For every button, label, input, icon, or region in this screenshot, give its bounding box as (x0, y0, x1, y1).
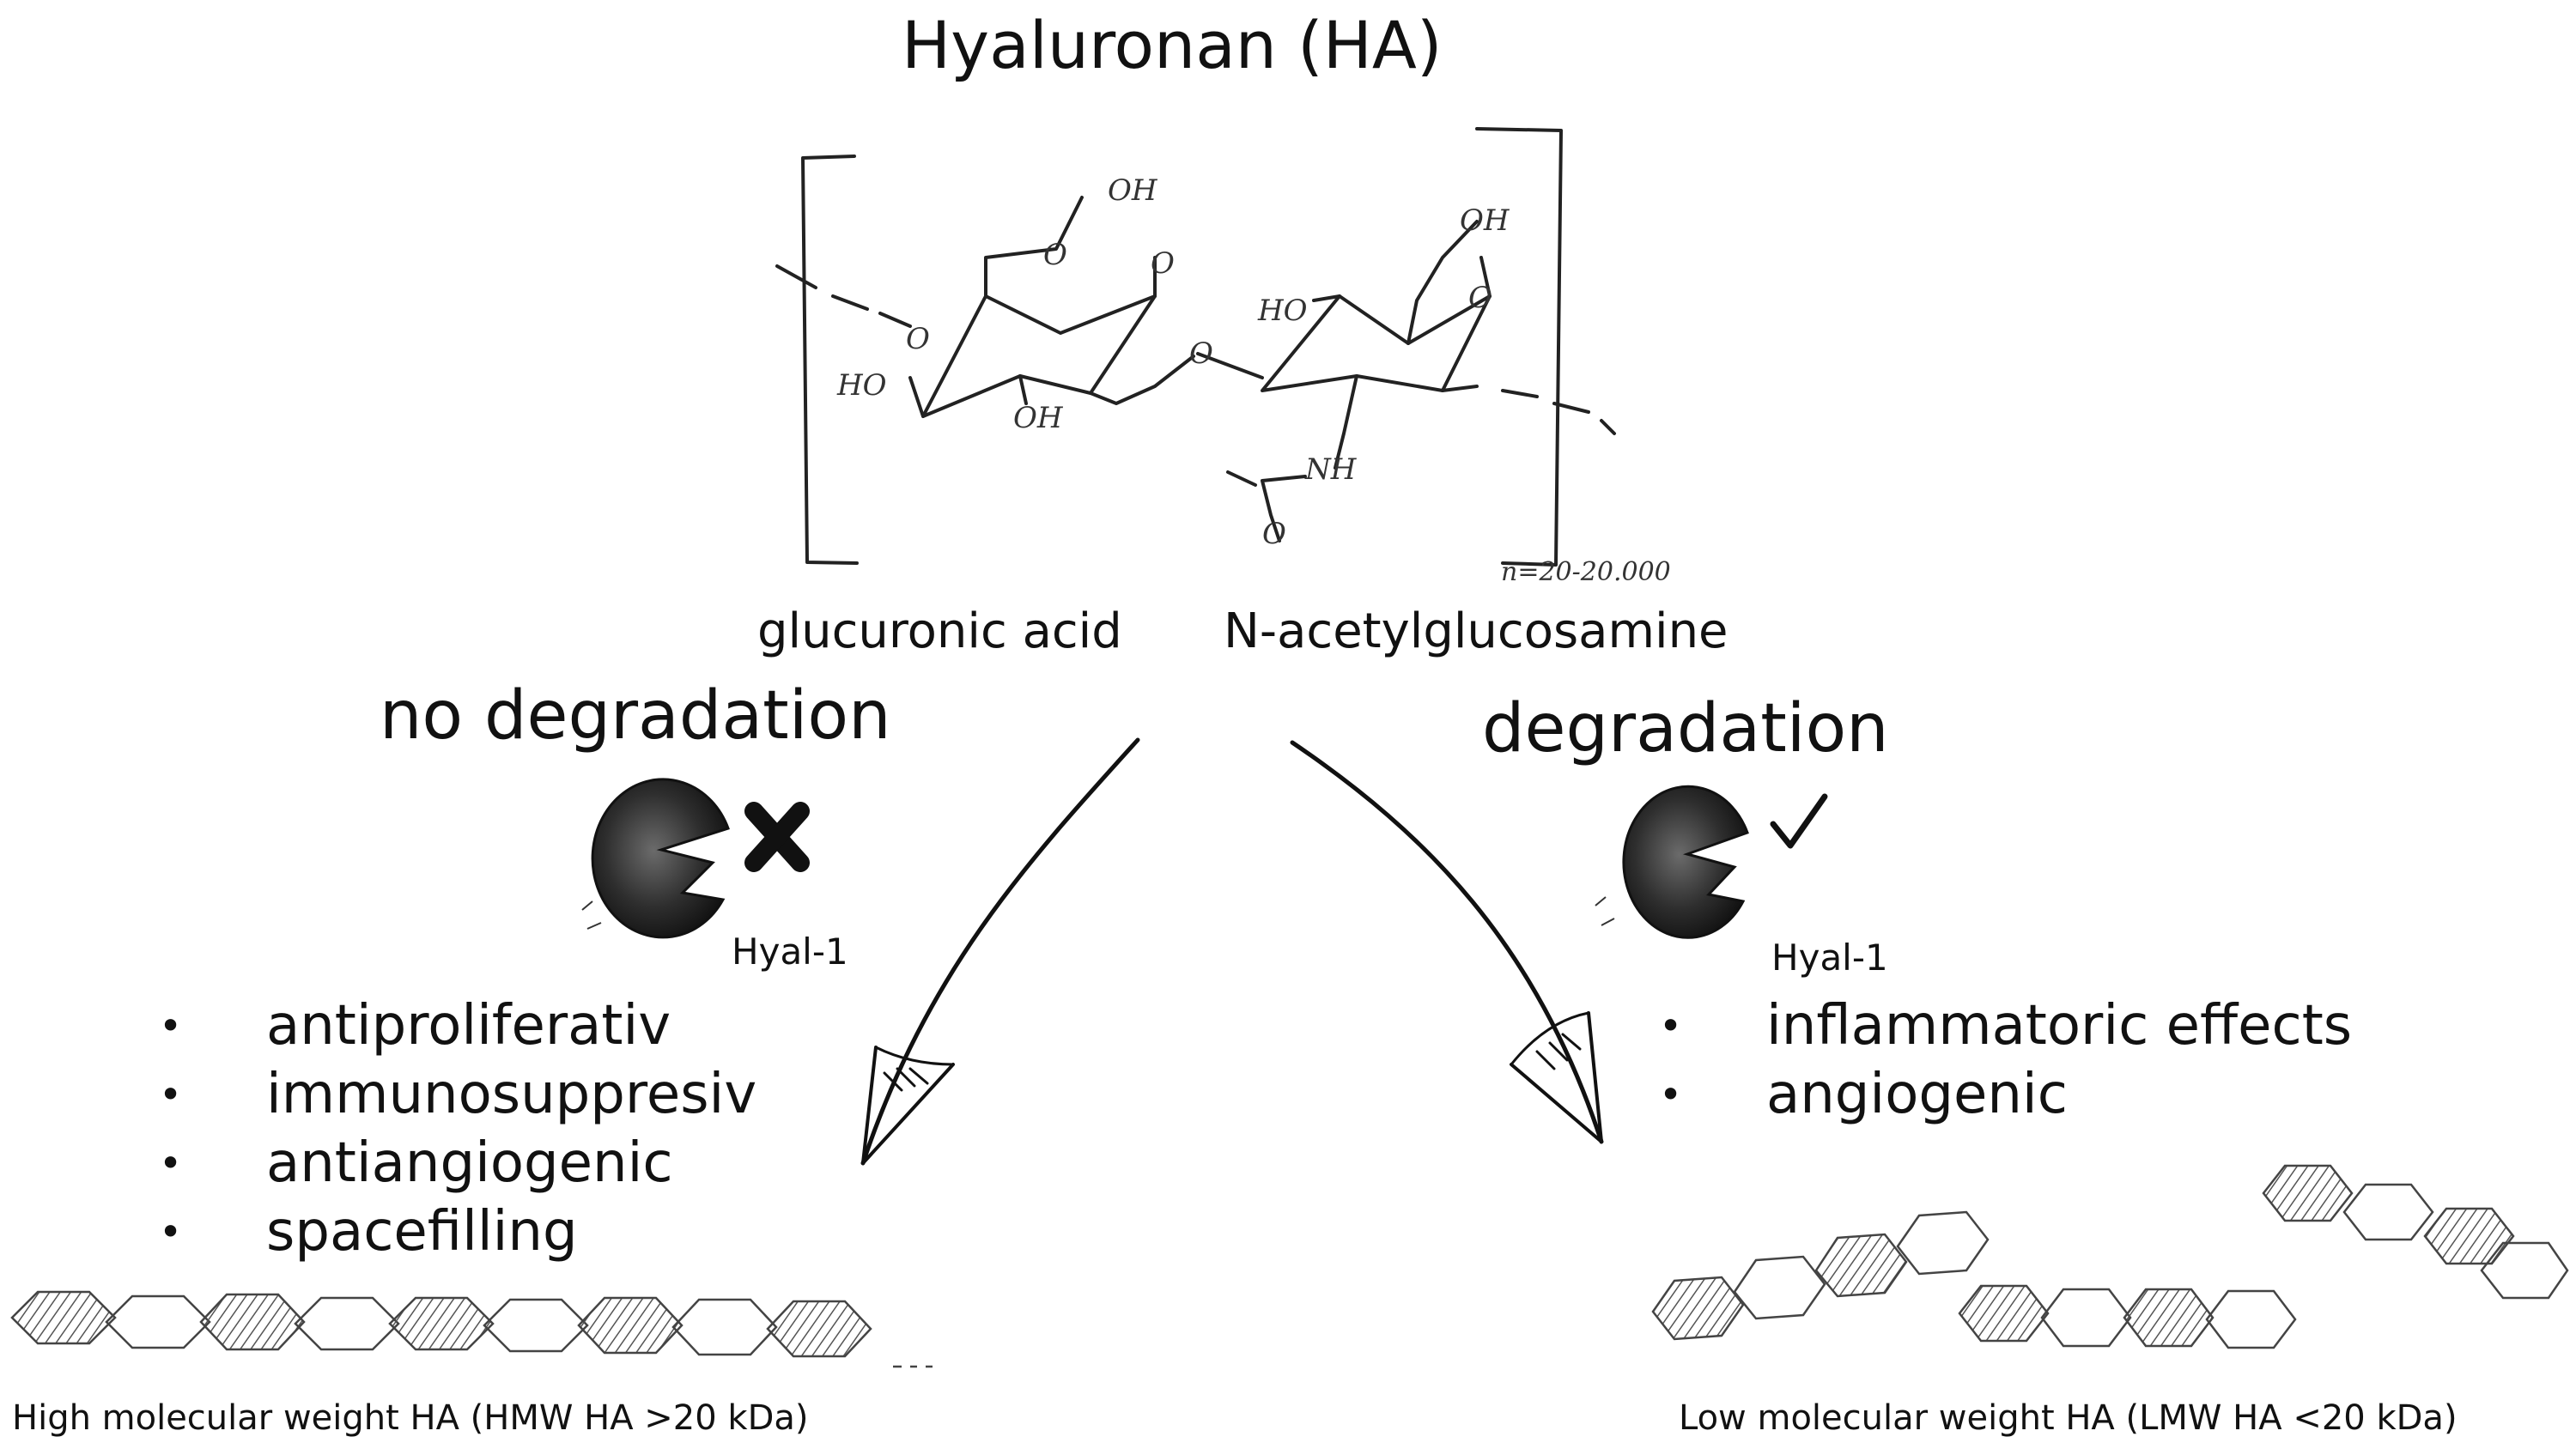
enzyme-hyal1-left (581, 778, 730, 939)
atom-oh-1: OH (1108, 173, 1157, 208)
label-glucuronic-acid: glucuronic acid (757, 603, 1122, 659)
header-degradation: degradation (1482, 690, 1889, 767)
atom-ho-2: HO (1258, 294, 1308, 328)
atom-nh: NH (1305, 452, 1357, 487)
check-icon (1770, 793, 1828, 849)
cross-icon (744, 802, 810, 872)
bullet: • (1659, 1071, 1683, 1118)
bullet: • (159, 1209, 183, 1255)
atom-o-3: O (906, 322, 930, 356)
atom-ho-1: HO (837, 368, 887, 403)
list-item: • antiangiogenic (159, 1129, 846, 1197)
left-bracket (801, 155, 859, 565)
atom-oh-3: OH (1460, 203, 1510, 238)
caption-lmw-ha: Low molecular weight HA (LMW HA <20 kDa) (1679, 1398, 2458, 1438)
chain-in (775, 264, 912, 328)
effect-spacefilling: spacefilling (266, 1200, 578, 1264)
header-no-degradation: no degradation (380, 677, 891, 755)
enzyme-label-left: Hyal-1 (732, 931, 848, 973)
effect-angiogenic: angiogenic (1766, 1063, 2068, 1126)
bullet: • (1659, 1003, 1683, 1049)
list-item: • angiogenic (1659, 1060, 2432, 1129)
atom-o-5: O (1468, 281, 1492, 315)
caption-hmw-ha: High molecular weight HA (HMW HA >20 kDa… (12, 1398, 809, 1438)
effects-list-hmw: • antiproliferativ • immunosuppresiv • anti… (159, 991, 846, 1266)
list-item: • immunosuppresiv (159, 1060, 846, 1129)
lmw-fragment-3 (2262, 1164, 2569, 1300)
chain-out (1501, 389, 1616, 435)
page-title: Hyaluronan (HA) (902, 7, 1443, 83)
list-item: • inflammatoric effects (1659, 991, 2432, 1060)
lmw-fragment-1 (1651, 1210, 1990, 1341)
bullet: • (159, 1140, 183, 1186)
atom-o-6: O (1262, 517, 1286, 551)
repeat-count-label: n=20-20.000 (1501, 557, 1671, 587)
enzyme-hyal1-right (1595, 785, 1749, 939)
list-item: • antiproliferativ (159, 991, 846, 1060)
atom-o-2: O (1151, 246, 1175, 281)
bullet: • (159, 1071, 183, 1118)
arrow-left (860, 737, 1140, 1166)
enzyme-label-right: Hyal-1 (1771, 937, 1888, 979)
list-item: • spacefilling (159, 1197, 846, 1266)
lmw-fragment-2 (1958, 1284, 2297, 1349)
bullet: • (159, 1003, 183, 1049)
effects-list-lmw: • inflammatoric effects • angiogenic (1659, 991, 2432, 1129)
atom-o-1: O (1043, 238, 1067, 272)
label-n-acetylglucosamine: N-acetylglucosamine (1224, 603, 1728, 659)
atom-oh-2: OH (1013, 401, 1063, 435)
arrow-right (1290, 740, 1604, 1144)
effect-inflammatoric: inflammatoric effects (1766, 994, 2353, 1058)
hmw-chain (10, 1290, 933, 1368)
right-bracket (1475, 127, 1563, 567)
effect-antiproliferativ: antiproliferativ (266, 994, 671, 1058)
effect-immunosuppresiv: immunosuppresiv (266, 1063, 757, 1126)
atom-o-4: O (1189, 336, 1213, 371)
effect-antiangiogenic: antiangiogenic (266, 1131, 673, 1195)
